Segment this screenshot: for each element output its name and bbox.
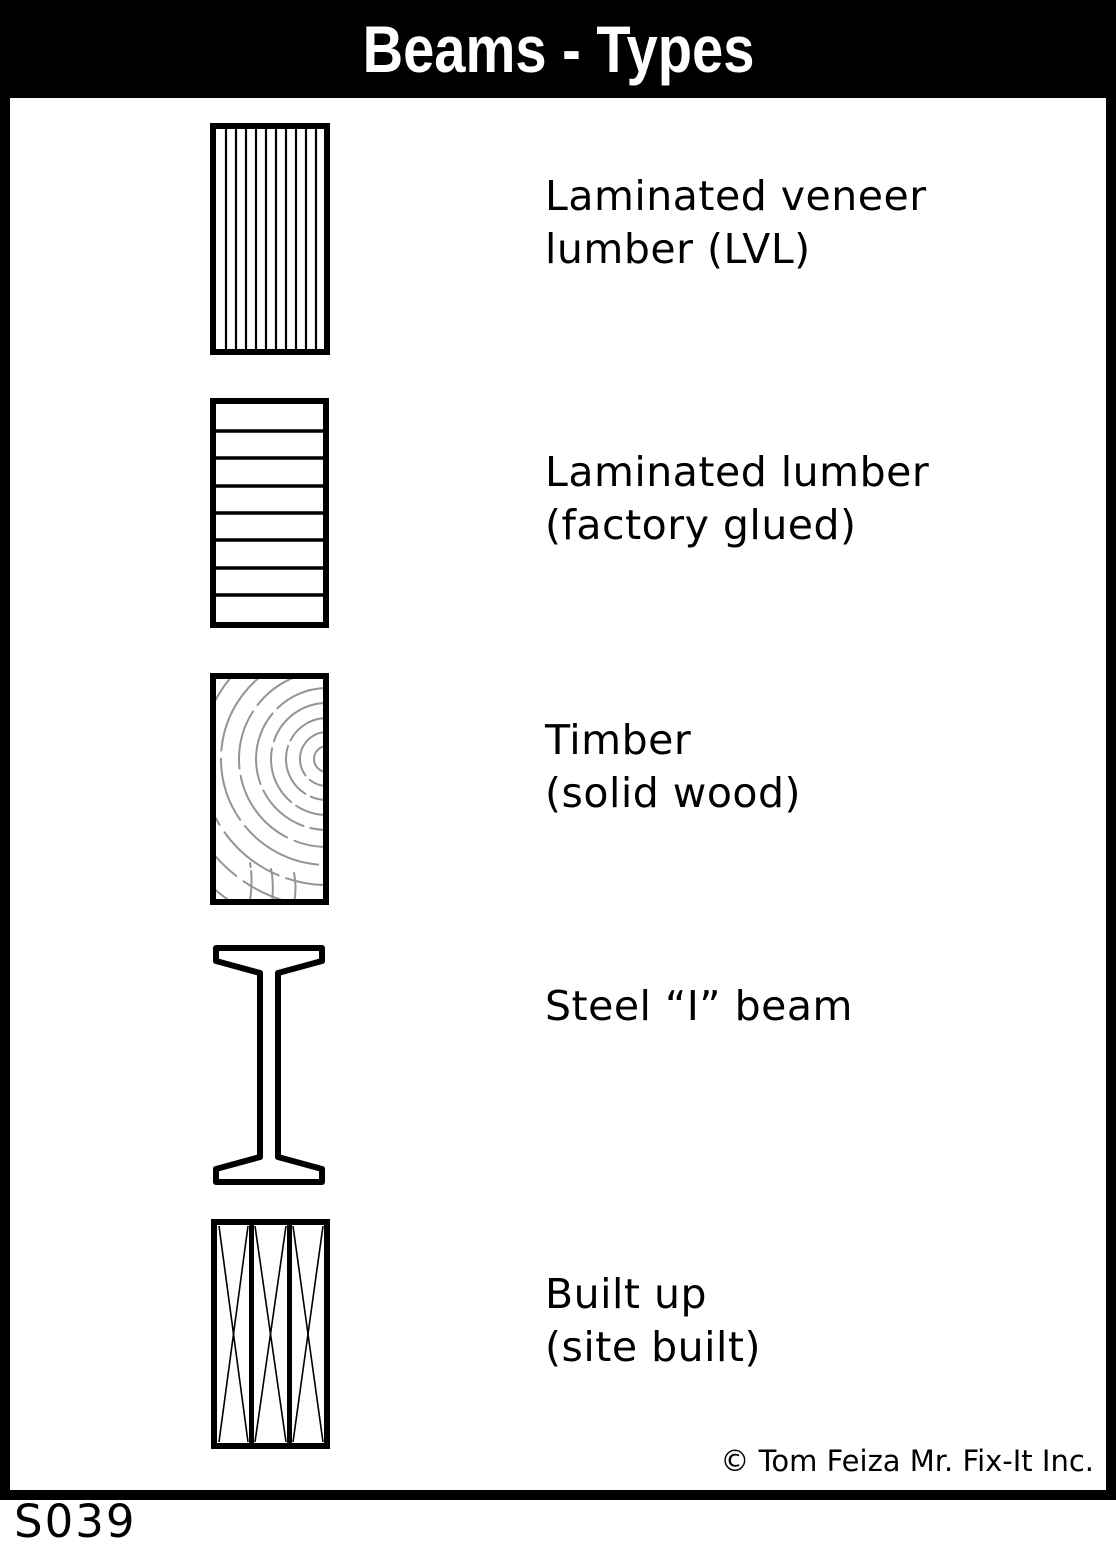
laminated-lumber-cross-section-icon [210, 398, 329, 628]
beam-label-line: Laminated lumber [545, 448, 930, 496]
steel-i-beam-cross-section-icon [211, 943, 327, 1187]
built-up-beam-cross-section-icon [211, 1219, 330, 1449]
beam-label-line: (factory glued) [545, 501, 857, 549]
beam-label-line: (solid wood) [545, 769, 802, 817]
sheet-code: S039 [14, 1495, 137, 1547]
beam-label-line: Steel “I” beam [545, 982, 853, 1030]
beam-label-timber: Timber (solid wood) [545, 714, 801, 820]
lvl-beam-cross-section-icon [210, 123, 330, 355]
copyright-text: © Tom Feiza Mr. Fix-It Inc. [720, 1444, 1094, 1478]
beam-label-lvl: Laminated veneer lumber (LVL) [545, 170, 927, 276]
panel-border-left [0, 98, 10, 1500]
beam-label-laminated: Laminated lumber (factory glued) [545, 446, 929, 552]
beam-label-line: Timber [545, 716, 692, 764]
beam-label-steel-i-beam: Steel “I” beam [545, 980, 853, 1033]
beam-label-line: (site built) [545, 1323, 761, 1371]
page-title: Beams - Types [362, 12, 754, 86]
header-bar: Beams - Types [0, 0, 1116, 98]
beam-label-line: Built up [545, 1270, 708, 1318]
beam-label-line: lumber (LVL) [545, 225, 811, 273]
timber-cross-section-icon [210, 673, 329, 905]
panel-border-bottom [0, 1490, 1116, 1500]
panel-border-right [1106, 98, 1116, 1500]
beam-label-built-up: Built up (site built) [545, 1268, 761, 1374]
beam-label-line: Laminated veneer [545, 172, 927, 220]
